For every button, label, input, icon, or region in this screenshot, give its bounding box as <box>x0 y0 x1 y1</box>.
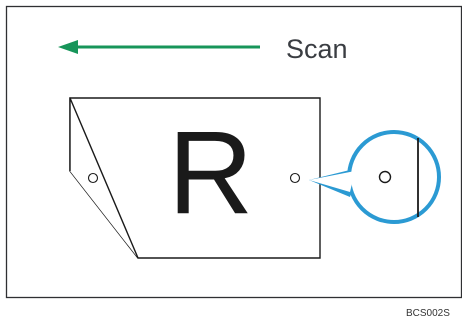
scan-label: Scan <box>286 34 348 64</box>
sheet-letter: R <box>168 107 253 239</box>
arrow-left-icon <box>58 40 260 54</box>
punch-hole-icon <box>289 172 301 184</box>
folded-corner <box>69 97 139 259</box>
punch-hole-icon <box>87 172 99 184</box>
magnifier-circle-icon <box>309 130 441 224</box>
punch-hole-icon <box>378 170 392 184</box>
original-sheet <box>69 97 321 259</box>
figure-code: BCS002S <box>406 308 450 319</box>
